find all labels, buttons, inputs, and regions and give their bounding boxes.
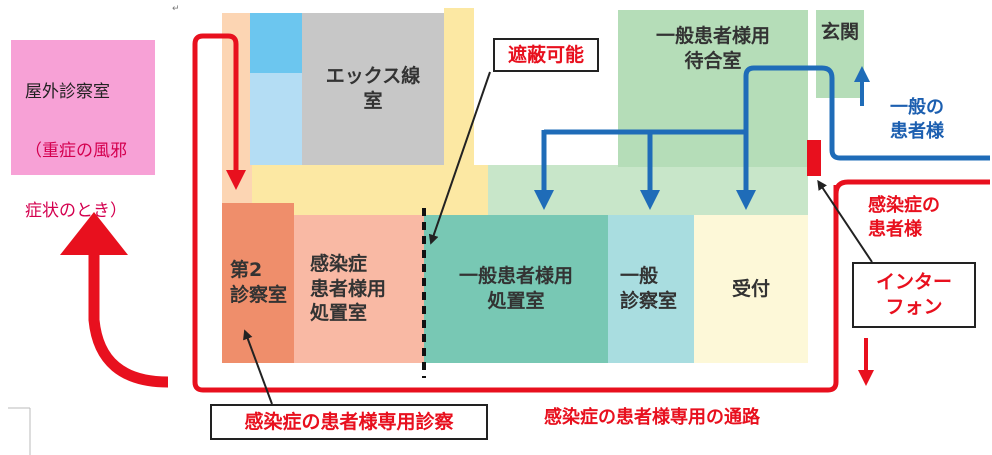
entrance: 玄関: [816, 10, 864, 98]
entrance-label: 玄関: [820, 21, 859, 43]
corridor-yellow-top: [444, 8, 474, 168]
shielding-pointer: [428, 71, 491, 245]
paragraph-mark: ↵: [172, 4, 180, 14]
outdoor-exam-room-note-1: （重症の風邪: [25, 141, 127, 162]
exam-room-2: 第2 診察室: [222, 203, 294, 363]
big-red-arrow-head: [60, 212, 128, 255]
outdoor-exam-room: 屋外診察室 （重症の風邪 症状のとき）: [11, 40, 155, 221]
waiting-room-label: 一般患者様用 待合室: [655, 25, 770, 72]
xray-sky-strip-bottom: [250, 73, 302, 165]
infection-patient-label: 感染症の 患者様: [868, 195, 940, 241]
general-patient-label: 一般の 患者様: [890, 97, 944, 143]
intercom-pointer: [817, 179, 873, 263]
shielding-callout: 遮蔽可能: [493, 38, 599, 72]
general-exam-room: 一般 診察室: [608, 215, 694, 363]
intercom-box: [807, 140, 821, 176]
intercom-callout: インター フォン: [852, 262, 976, 328]
red-route-entry: [833, 179, 990, 195]
reception-label: 受付: [731, 277, 770, 300]
intercom-callout-label: インター フォン: [875, 271, 952, 318]
big-red-arrow: [88, 250, 169, 388]
infection-treatment-room-label: 感染症 患者様用 処置室: [310, 252, 387, 325]
dedicated-route-label: 感染症の患者様専用の通路: [544, 407, 760, 428]
exam-room-2-label: 第2 診察室: [230, 259, 288, 306]
outdoor-exam-room-title: 屋外診察室: [25, 81, 110, 102]
blue-route-path: [743, 65, 990, 161]
general-exam-room-label: 一般 診察室: [620, 265, 678, 312]
general-treatment-room-label: 一般患者様用 処置室: [458, 265, 573, 312]
outdoor-exam-room-note-2: 症状のとき）: [25, 200, 127, 221]
dedicated-exam-callout-label: 感染症の患者様専用診察: [244, 410, 454, 433]
dedicated-exam-pointer: [243, 329, 273, 405]
general-treatment-room: 一般患者様用 処置室: [424, 215, 608, 363]
xray-room: エックス線 室: [302, 13, 444, 165]
xray-sky-strip-top: [250, 13, 302, 73]
infection-treatment-room: 感染症 患者様用 処置室: [294, 215, 424, 363]
red-route-path: [192, 33, 839, 393]
reception: 受付: [694, 215, 808, 363]
shielding-callout-label: 遮蔽可能: [507, 43, 584, 66]
xray-room-label: エックス線 室: [325, 65, 421, 112]
dedicated-exam-callout: 感染症の患者様専用診察: [210, 404, 488, 440]
